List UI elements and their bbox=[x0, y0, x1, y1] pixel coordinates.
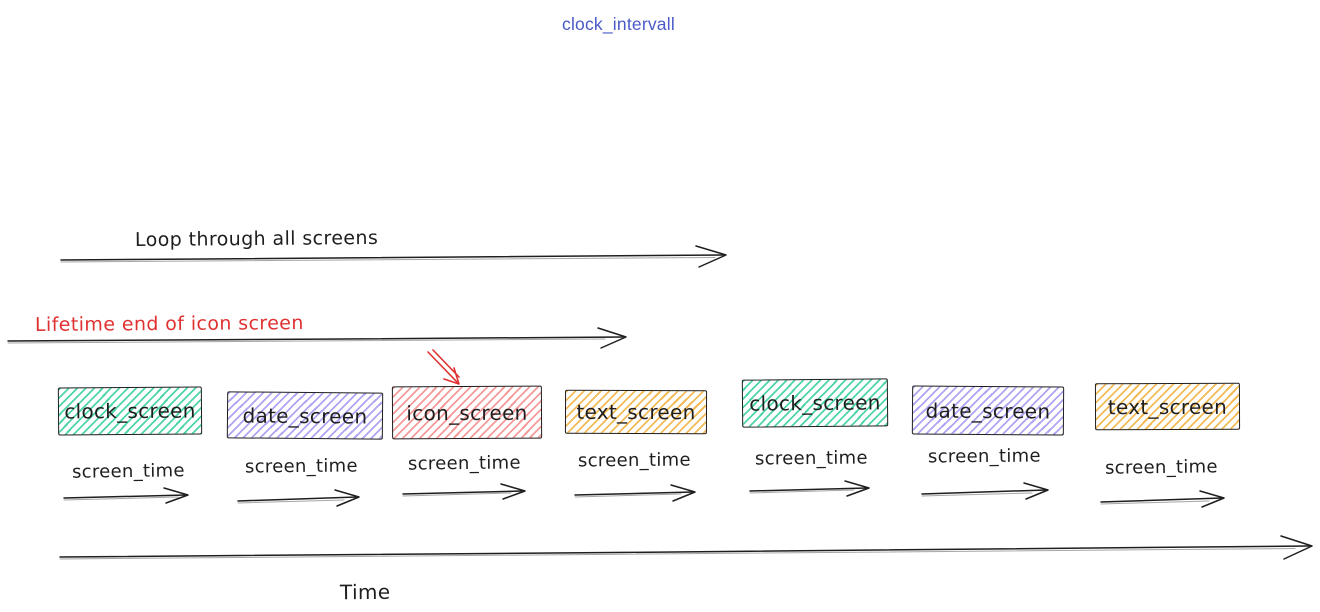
screen-time-label[interactable]: screen_time bbox=[407, 452, 521, 475]
screen-box-date-1[interactable]: date_screen bbox=[226, 391, 384, 440]
screen-time-label[interactable]: screen_time bbox=[244, 455, 358, 478]
screen-box-clock-1[interactable]: clock_screen bbox=[57, 386, 203, 436]
screen-box-label: clock_screen bbox=[64, 398, 196, 424]
screen-box-label: text_screen bbox=[576, 399, 696, 425]
screen-time-label[interactable]: screen_time bbox=[71, 460, 185, 483]
screen-box-clock-2[interactable]: clock_screen bbox=[741, 378, 889, 428]
screen-time-arrow[interactable] bbox=[746, 479, 876, 499]
icon-screen-pointer-arrow[interactable] bbox=[424, 349, 466, 389]
screen-time-arrow[interactable] bbox=[399, 482, 532, 502]
time-axis-arrow[interactable] bbox=[55, 533, 1317, 565]
screen-time-arrow[interactable] bbox=[60, 486, 195, 506]
screen-time-label[interactable]: screen_time bbox=[577, 449, 691, 472]
lifetime-arrow[interactable] bbox=[5, 326, 635, 352]
screen-time-arrow[interactable] bbox=[1097, 489, 1231, 509]
screen-box-date-2[interactable]: date_screen bbox=[911, 385, 1065, 436]
screen-time-arrow[interactable] bbox=[918, 481, 1055, 501]
screen-box-label: clock_screen bbox=[749, 390, 881, 416]
screen-time-label[interactable]: screen_time bbox=[1104, 456, 1218, 479]
time-axis-label[interactable]: Time bbox=[339, 579, 391, 605]
loop-arrow[interactable] bbox=[55, 243, 735, 273]
screen-box-label: icon_screen bbox=[406, 400, 528, 425]
screen-box-icon[interactable]: icon_screen bbox=[391, 385, 543, 440]
screen-box-text-1[interactable]: text_screen bbox=[564, 389, 708, 435]
screen-box-label: text_screen bbox=[1107, 394, 1228, 419]
screen-time-arrow[interactable] bbox=[571, 483, 702, 503]
screen-box-text-2[interactable]: text_screen bbox=[1094, 382, 1241, 431]
screen-time-label[interactable]: screen_time bbox=[927, 445, 1041, 468]
screen-box-label: date_screen bbox=[925, 398, 1051, 423]
screen-time-label[interactable]: screen_time bbox=[754, 447, 868, 470]
screen-time-arrow[interactable] bbox=[234, 488, 366, 508]
page-title: clock_intervall bbox=[562, 14, 675, 34]
screen-box-label: date_screen bbox=[242, 402, 368, 429]
